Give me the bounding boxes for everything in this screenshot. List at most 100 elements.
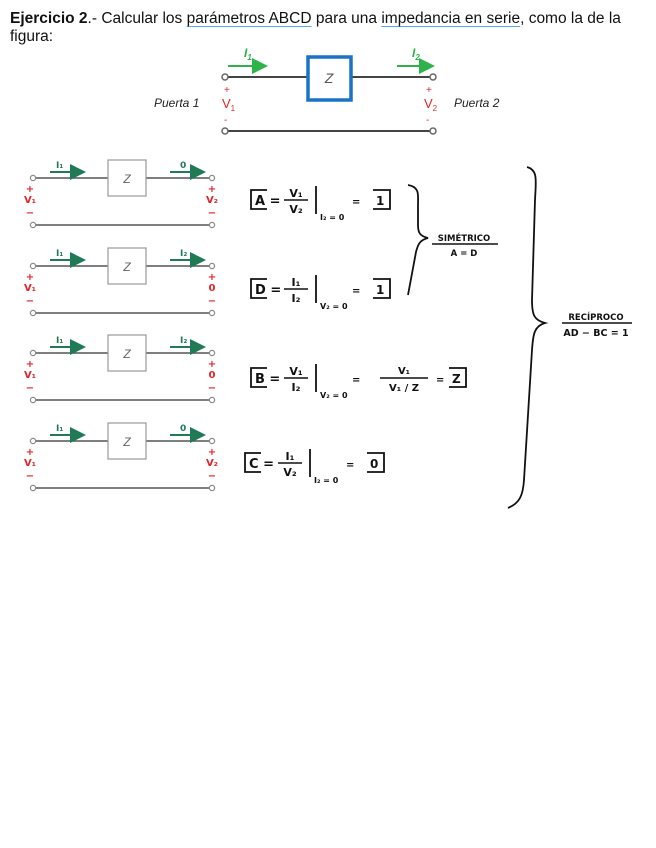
- current-label-out: 0: [180, 424, 186, 434]
- statement-text: para una: [311, 10, 382, 27]
- numerator: V₁: [289, 187, 303, 200]
- statement-text: .- Calcular los: [87, 10, 187, 27]
- terminal: [429, 127, 437, 135]
- terminal: [29, 349, 37, 357]
- denominator: V₂: [289, 203, 303, 216]
- link-abcd-parameters[interactable]: parámetros ABCD: [186, 10, 312, 27]
- parameter-name: C =: [249, 457, 274, 472]
- terminal: [208, 174, 216, 182]
- symmetric-brace: [407, 184, 429, 296]
- impedance-box: [306, 55, 353, 102]
- terminal: [208, 396, 216, 404]
- result-value: 1: [376, 194, 384, 208]
- minus-sign: −: [208, 296, 216, 307]
- voltage-label-in: V₁: [24, 458, 36, 469]
- main-circuit: Z I1 I2 + V1 - + V2 - Puerta 1 Puerta 2: [154, 46, 500, 135]
- plus-sign: +: [208, 447, 216, 458]
- bracket: [449, 367, 467, 388]
- equals-sign: =: [352, 375, 360, 386]
- exercise-label: Ejercicio 2: [10, 10, 88, 27]
- bracket: [373, 278, 391, 299]
- terminal: [29, 221, 37, 229]
- parameter-name: D =: [255, 283, 281, 298]
- reciprocal-title: RECÍPROCO: [568, 311, 623, 323]
- v2-minus: -: [426, 115, 429, 126]
- impedance-label: Z: [122, 347, 131, 361]
- symmetric-condition: A = D: [451, 249, 478, 259]
- plus-sign: +: [26, 447, 34, 458]
- impedance-box: [107, 247, 147, 285]
- bracket: [250, 189, 267, 210]
- intermediate-numerator: V₁: [398, 366, 410, 377]
- port-2-label: Puerta 2: [454, 96, 500, 110]
- reciprocal-note: RECÍPROCO AD − BC = 1: [562, 311, 632, 339]
- current-label-i1: I1: [244, 46, 252, 62]
- minus-sign: −: [26, 383, 34, 394]
- plus-sign: +: [208, 184, 216, 195]
- voltage-label-out: 0: [209, 370, 216, 381]
- terminal: [208, 262, 216, 270]
- bracket: [367, 452, 385, 473]
- impedance-box: [107, 422, 147, 460]
- terminal: [29, 309, 37, 317]
- minus-sign: −: [208, 471, 216, 482]
- voltage-label-out: V₂: [206, 195, 218, 206]
- condition: I₂ = 0: [320, 213, 345, 222]
- intermediate-denominator: V₁ / Z: [389, 383, 419, 394]
- current-label-in: I₁: [56, 249, 63, 259]
- terminal: [208, 309, 216, 317]
- equals-sign: =: [436, 375, 444, 386]
- link-series-impedance[interactable]: impedancia en serie: [381, 10, 521, 27]
- equals-sign: =: [352, 197, 360, 208]
- current-label-i2: I2: [412, 46, 420, 62]
- plus-sign: +: [26, 359, 34, 370]
- impedance-box: [107, 334, 147, 372]
- v1-minus: -: [224, 115, 227, 126]
- condition: I₂ = 0: [314, 476, 339, 485]
- impedance-label: Z: [122, 260, 131, 274]
- numerator: I₁: [286, 450, 295, 463]
- v1-label: V1: [222, 96, 236, 113]
- condition: V₂ = 0: [320, 302, 348, 311]
- impedance-label: Z: [122, 435, 131, 449]
- terminal: [208, 484, 216, 492]
- symmetric-title: SIMÉTRICO: [438, 232, 491, 244]
- terminal: [208, 349, 216, 357]
- port-1-label: Puerta 1: [154, 96, 199, 110]
- equals-sign: =: [352, 286, 360, 297]
- result-value: 1: [376, 283, 384, 297]
- terminal: [208, 221, 216, 229]
- v2-label: V2: [424, 96, 438, 113]
- voltage-label-in: V₁: [24, 370, 36, 381]
- terminal: [221, 127, 229, 135]
- current-label-in: I₁: [56, 336, 63, 346]
- voltage-label-in: V₁: [24, 283, 36, 294]
- v2-plus: +: [426, 85, 432, 96]
- bracket: [250, 367, 267, 388]
- minus-sign: −: [208, 208, 216, 219]
- voltage-label-in: V₁: [24, 195, 36, 206]
- minus-sign: −: [26, 296, 34, 307]
- terminal: [29, 437, 37, 445]
- parameter-name: A =: [255, 194, 280, 209]
- bracket: [250, 278, 267, 299]
- terminal: [208, 437, 216, 445]
- reciprocal-brace: [507, 166, 549, 509]
- equals-sign: =: [346, 460, 354, 471]
- current-label-out: I₂: [180, 336, 187, 346]
- symmetric-note: SIMÉTRICO A = D: [432, 232, 498, 259]
- current-label-out: I₂: [180, 249, 187, 259]
- denominator: I₂: [292, 292, 301, 305]
- numerator: V₁: [289, 365, 303, 378]
- v1-plus: +: [224, 85, 230, 96]
- bracket: [373, 189, 391, 210]
- terminal: [429, 73, 437, 81]
- statement-text: , como la de la figura:: [10, 10, 621, 45]
- impedance-label: Z: [324, 70, 334, 86]
- minus-sign: −: [26, 208, 34, 219]
- bracket: [244, 452, 261, 473]
